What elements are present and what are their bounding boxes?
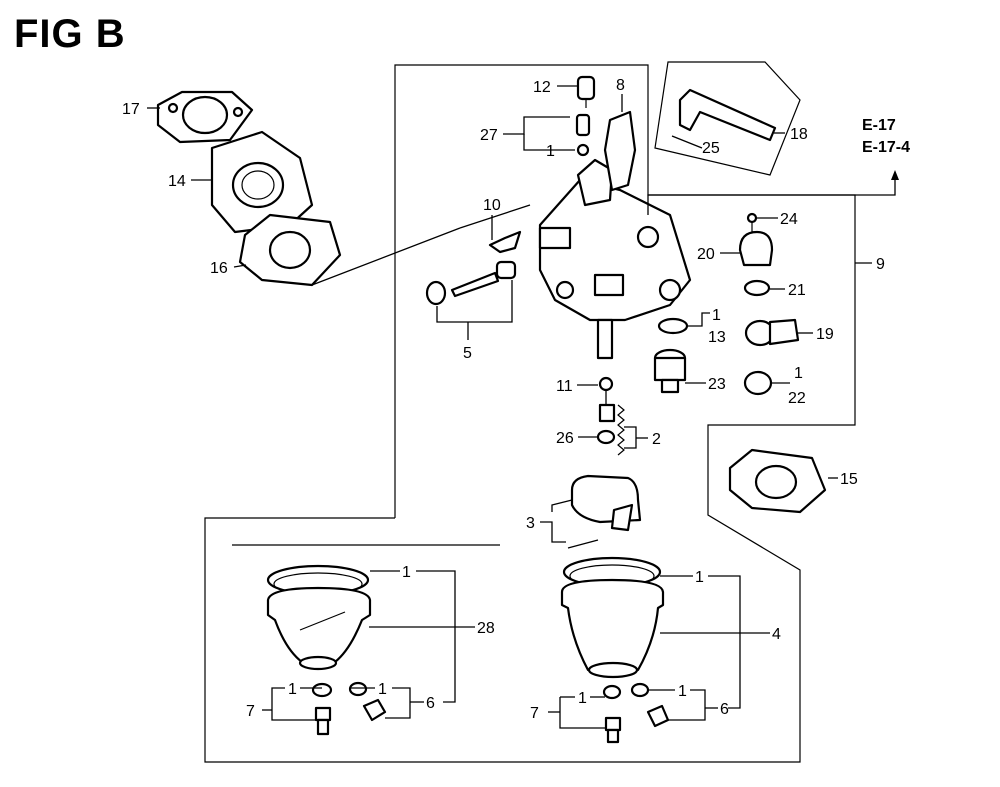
callout-1-bolt-right[interactable]: 1 (578, 690, 587, 707)
part-10-screw[interactable] (488, 230, 522, 254)
callout-18[interactable]: 18 (790, 126, 808, 143)
part-22-washer[interactable] (743, 370, 773, 396)
part-12-screw[interactable] (576, 75, 596, 108)
callout-7-left[interactable]: 7 (246, 703, 255, 720)
part-4-float-bowl[interactable] (560, 556, 665, 679)
part-15-gasket[interactable] (728, 448, 827, 514)
callout-6-left[interactable]: 6 (426, 695, 435, 712)
reference-e17[interactable]: E-17 (862, 117, 896, 134)
callout-3[interactable]: 3 (526, 515, 535, 532)
part-5-pilot-screw[interactable] (425, 260, 517, 306)
callout-17[interactable]: 17 (122, 101, 140, 118)
reference-labels: E-17 E-17-4 (862, 115, 910, 159)
callout-1-washer[interactable]: 1 (794, 365, 803, 382)
part-27-screw[interactable] (575, 113, 591, 157)
part-23-jet[interactable] (653, 348, 687, 394)
group-boundaries (204, 61, 856, 763)
part-3-float[interactable] (567, 474, 642, 549)
callout-23[interactable]: 23 (708, 376, 726, 393)
reference-e17-4[interactable]: E-17-4 (862, 139, 911, 156)
callout-1-bowl-right[interactable]: 1 (695, 569, 704, 586)
callout-1-drain-right[interactable]: 1 (678, 683, 687, 700)
part-24-screw[interactable] (746, 212, 758, 232)
callout-26[interactable]: 26 (556, 430, 574, 447)
figure-title: FIG B (14, 12, 126, 56)
callout-13[interactable]: 13 (708, 329, 726, 346)
callout-20[interactable]: 20 (697, 246, 715, 263)
callout-labels: 17 14 16 12 8 27 1 10 5 25 18 9 24 20 21… (122, 77, 885, 722)
callout-4[interactable]: 4 (772, 626, 781, 643)
callout-28[interactable]: 28 (477, 620, 495, 637)
callout-19[interactable]: 19 (816, 326, 834, 343)
callout-10[interactable]: 10 (483, 197, 501, 214)
leader-lines (147, 85, 896, 729)
callout-27[interactable]: 27 (480, 127, 498, 144)
callout-5[interactable]: 5 (463, 345, 472, 362)
callout-11[interactable]: 11 (556, 378, 573, 395)
callout-1-carb[interactable]: 1 (546, 143, 555, 160)
callout-8[interactable]: 8 (616, 77, 625, 94)
part-26-needle[interactable] (596, 429, 616, 445)
callout-14[interactable]: 14 (168, 173, 186, 190)
callout-24[interactable]: 24 (780, 211, 798, 228)
part-7-bolt-right[interactable] (602, 684, 622, 744)
part-14-insulator[interactable] (210, 130, 314, 234)
callout-1-oring[interactable]: 1 (712, 307, 721, 324)
callout-25[interactable]: 25 (702, 140, 720, 157)
part-16-gasket[interactable] (238, 213, 342, 287)
callout-21[interactable]: 21 (788, 282, 806, 299)
part-carburetor-body[interactable] (538, 158, 692, 360)
reference-arrow (891, 170, 899, 180)
callout-9[interactable]: 9 (876, 256, 885, 273)
callout-7-right[interactable]: 7 (530, 705, 539, 722)
part-17-gasket[interactable] (156, 90, 254, 144)
part-21-washer[interactable] (743, 279, 771, 297)
part-11-float-pin[interactable] (598, 376, 616, 423)
callout-1-bolt-left[interactable]: 1 (288, 681, 297, 698)
part-6-drain-screw[interactable] (348, 681, 387, 722)
part-19-solenoid[interactable] (744, 318, 800, 347)
part-2-needle-spring[interactable] (617, 404, 625, 456)
part-20-cap[interactable] (738, 230, 774, 267)
callout-22[interactable]: 22 (788, 390, 806, 407)
part-28-float-bowl[interactable] (266, 564, 372, 671)
callout-1-bowl-left[interactable]: 1 (402, 564, 411, 581)
callout-6-right[interactable]: 6 (720, 701, 729, 718)
part-13-oring[interactable] (657, 317, 689, 335)
callout-12[interactable]: 12 (533, 79, 551, 96)
part-25-rod[interactable] (678, 88, 777, 142)
callout-1-drain-left[interactable]: 1 (378, 681, 387, 698)
callout-2[interactable]: 2 (652, 431, 661, 448)
part-7-bolt[interactable] (311, 682, 333, 736)
callout-16[interactable]: 16 (210, 260, 228, 277)
part-8-lever[interactable] (603, 110, 637, 192)
callout-15[interactable]: 15 (840, 471, 858, 488)
